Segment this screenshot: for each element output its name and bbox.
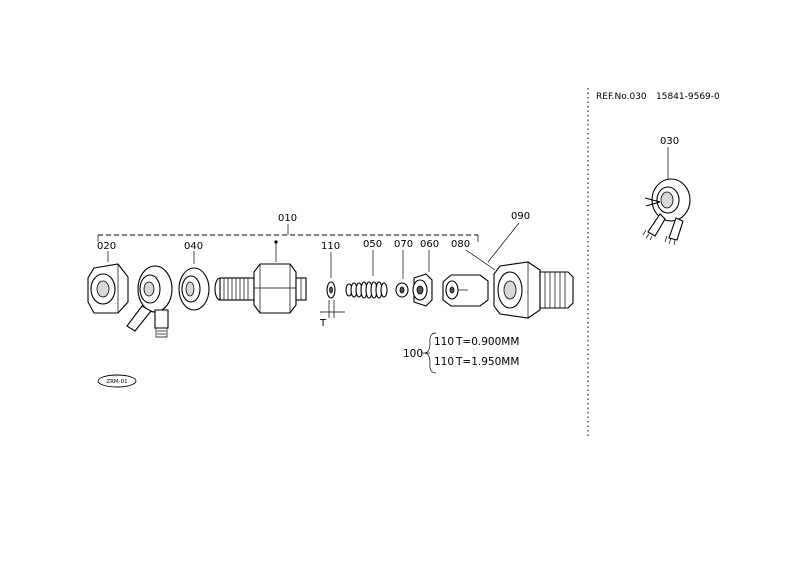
callout-040: 040	[184, 241, 203, 252]
part-banjo-eye	[126, 265, 173, 338]
banjo-outlet-right	[668, 217, 684, 241]
callout-110: 110	[321, 241, 340, 252]
stamp-code: ZRM-01	[106, 379, 127, 385]
part-070-spacer	[395, 282, 409, 298]
part-080-nozzle-tip	[442, 274, 489, 307]
note-row2-spec: T=1.950MM	[455, 356, 519, 368]
inset-callout-030: 030	[660, 136, 679, 147]
callout-090: 090	[511, 211, 530, 222]
part-060-cap	[412, 273, 433, 307]
part-090-retaining-nut	[493, 261, 574, 319]
callout-080: 080	[451, 239, 470, 250]
ref-number-label: REF.No.030	[596, 92, 647, 102]
part-050-spring	[345, 281, 388, 299]
shim-kit-note: 100 110 T=0.900MM 110 T=1.950MM	[403, 332, 519, 374]
note-row1-spec: T=0.900MM	[455, 336, 519, 348]
callout-060: 060	[420, 239, 439, 250]
callout-020: 020	[97, 241, 116, 252]
callout-050: 050	[363, 239, 382, 250]
part-nozzle-body	[214, 263, 307, 314]
note-row1-part: 110	[434, 336, 454, 348]
part-110-shim: T	[319, 281, 345, 329]
callout-010: 010	[278, 213, 297, 224]
callout-070: 070	[394, 239, 413, 250]
assembly-bracket-010: 010	[97, 213, 479, 242]
part-020-hex-nut	[87, 263, 129, 314]
inset-part-030: 030	[642, 136, 691, 246]
note-kit-number: 100	[403, 348, 423, 360]
ref-part-number: 15841-9569-0	[656, 92, 720, 102]
banjo-outlet-left	[647, 213, 666, 237]
note-row2-part: 110	[434, 356, 454, 368]
drawing-stamp: ZRM-01	[97, 374, 137, 388]
thickness-symbol: T	[319, 318, 327, 329]
part-040-washer	[178, 267, 210, 311]
